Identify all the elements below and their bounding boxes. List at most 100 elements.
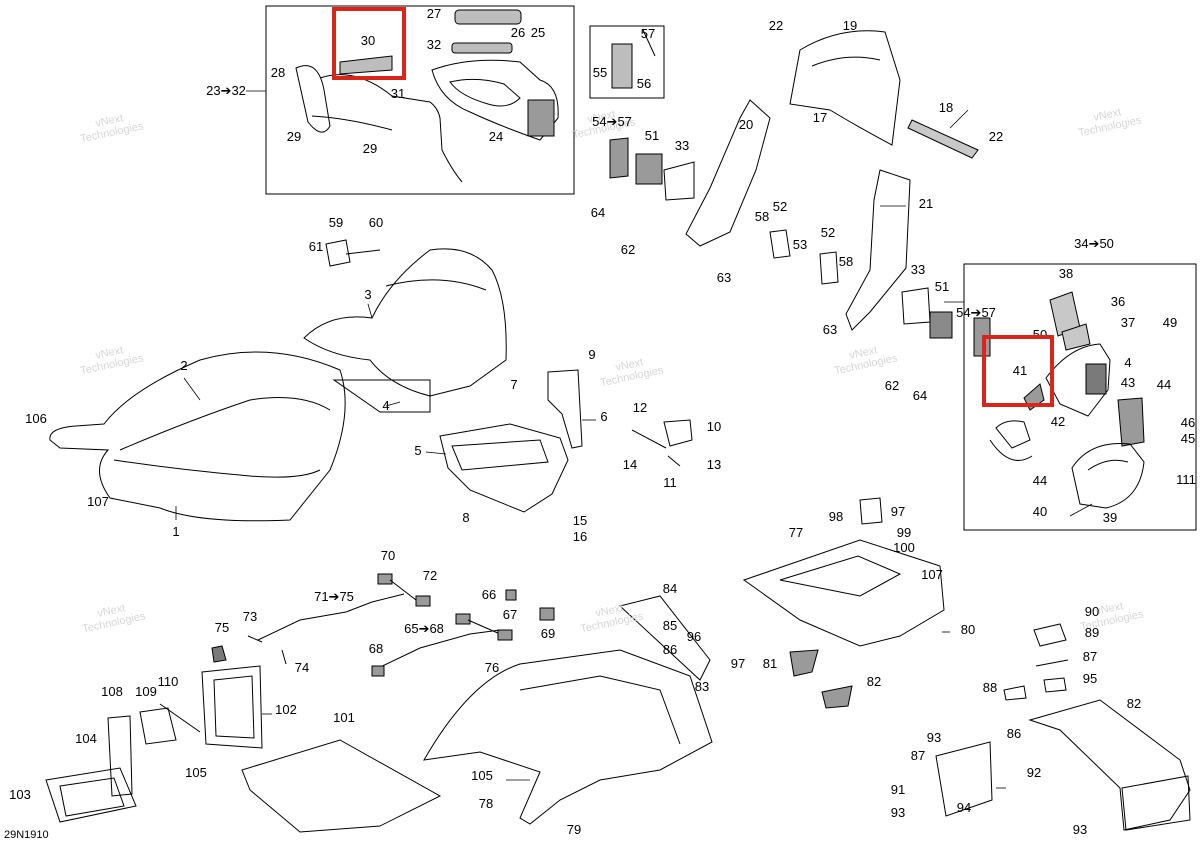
lower-left-parts [45,645,442,833]
highlight-box-41 [982,335,1054,407]
callout-104: 104 [75,731,97,746]
callout-106: 106 [25,411,47,426]
group-frame-54-57 [589,25,665,99]
callout-66: 66 [482,587,496,602]
callout-18: 18 [939,100,953,115]
callout-74: 74 [295,660,309,675]
rear-storage-parts [423,497,1191,831]
callout-61: 61 [309,239,323,254]
callout-9: 9 [588,347,595,362]
callout-100: 100 [893,540,915,555]
callout-8: 8 [462,510,469,525]
callout-13: 13 [707,457,721,472]
callout-62: 62 [621,242,635,257]
watermark-text: vNext [614,356,644,374]
callout-87: 87 [911,748,925,763]
range-callout-71-75: 71➔75 [314,589,354,604]
callout-38: 38 [1059,266,1073,281]
callout-111: 111 [1176,472,1196,487]
callout-93: 93 [1073,822,1087,837]
callout-44: 44 [1157,377,1171,392]
watermark-text: vNext [848,344,878,362]
callout-44: 44 [1033,473,1047,488]
range-callout-23-32: 23➔32 [206,83,246,98]
callout-24: 24 [489,129,503,144]
callout-79: 79 [567,822,581,837]
callout-64: 64 [591,205,605,220]
callout-51: 51 [935,279,949,294]
callout-11: 11 [663,475,677,490]
callout-36: 36 [1111,294,1125,309]
callout-12: 12 [633,400,647,415]
callout-28: 28 [271,65,285,80]
callout-102: 102 [275,702,297,717]
callout-109: 109 [135,684,157,699]
callout-110: 110 [158,674,179,689]
callout-63: 63 [823,322,837,337]
callout-62: 62 [885,378,899,393]
callout-22: 22 [989,129,1003,144]
group-frame-34-50 [963,263,1197,531]
range-callout-65-68: 65➔68 [404,621,444,636]
callout-2: 2 [180,358,187,373]
callout-105: 105 [471,768,493,783]
callout-46: 46 [1181,415,1195,430]
callout-99: 99 [897,525,911,540]
callout-77: 77 [789,525,803,540]
callout-21: 21 [919,196,933,211]
callout-labels: 1234567891011121314151617181920212222242… [9,6,1196,837]
callout-56: 56 [637,76,651,91]
callout-27: 27 [427,6,441,21]
callout-17: 17 [813,110,827,125]
callout-52: 52 [821,225,835,240]
callout-70: 70 [381,548,395,563]
callout-57: 57 [641,26,655,41]
callout-1: 1 [172,524,179,539]
callout-105: 105 [185,765,207,780]
callout-60: 60 [369,215,383,230]
callout-30: 30 [361,33,375,48]
callout-29: 29 [287,129,301,144]
callout-51: 51 [645,128,659,143]
group-frame-23-32 [265,5,575,195]
callout-68: 68 [369,641,383,656]
callout-87: 87 [1083,649,1097,664]
callout-90: 90 [1085,604,1099,619]
range-callout-34-50: 34➔50 [1074,236,1114,251]
callout-25: 25 [531,25,545,40]
callout-33: 33 [675,138,689,153]
callout-59: 59 [329,215,343,230]
callout-67: 67 [503,607,517,622]
callout-69: 69 [541,626,555,641]
watermark-text: vNext [96,602,126,620]
watermark-text: vNext [1094,600,1124,618]
callout-42: 42 [1051,414,1065,429]
callout-6: 6 [600,409,607,424]
callout-83: 83 [695,679,709,694]
callout-4: 4 [1124,355,1131,370]
callout-85: 85 [663,618,677,633]
callout-88: 88 [983,680,997,695]
callout-63: 63 [717,270,731,285]
callout-52: 52 [773,199,787,214]
callout-80: 80 [961,622,975,637]
callout-20: 20 [739,117,753,132]
leader-lines [175,90,1093,789]
callout-94: 94 [957,800,971,815]
callout-97: 97 [891,504,905,519]
watermark-text: vNext [1092,106,1122,124]
callout-19: 19 [843,18,857,33]
callout-95: 95 [1083,671,1097,686]
callout-55: 55 [593,65,607,80]
callout-40: 40 [1033,504,1047,519]
callout-58: 58 [839,254,853,269]
callout-101: 101 [333,710,355,725]
callout-93: 93 [891,805,905,820]
kit-23-32-parts [295,9,559,183]
callout-14: 14 [623,457,637,472]
watermark-text: vNext [594,602,624,620]
callout-82: 82 [1127,696,1141,711]
callout-39: 39 [1103,510,1117,525]
callout-50: 50 [1033,327,1047,342]
